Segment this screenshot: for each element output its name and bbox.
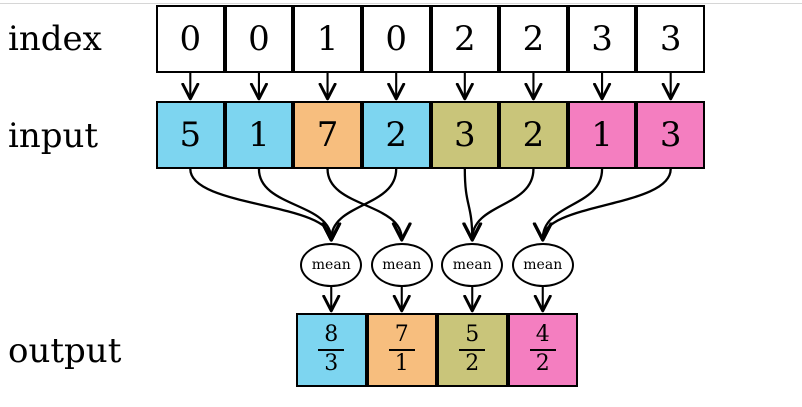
fraction-bar bbox=[529, 348, 556, 352]
mean-node: mean bbox=[370, 243, 433, 287]
output-cell: 8 3 bbox=[296, 313, 367, 387]
input-cell: 7 bbox=[293, 101, 362, 169]
mean-node: mean bbox=[441, 243, 504, 287]
index-cell: 3 bbox=[636, 5, 705, 73]
input-cell: 5 bbox=[156, 101, 225, 169]
fraction-denominator: 2 bbox=[535, 351, 550, 377]
fraction-numerator: 4 bbox=[535, 322, 550, 348]
output-cell: 4 2 bbox=[507, 313, 578, 387]
input-cell: 2 bbox=[361, 101, 431, 169]
fraction-denominator: 2 bbox=[465, 351, 480, 377]
top-rule bbox=[0, 3, 802, 4]
fraction: 7 1 bbox=[388, 322, 415, 377]
fraction-bar bbox=[459, 348, 486, 352]
fraction-denominator: 3 bbox=[324, 351, 339, 377]
fraction: 5 2 bbox=[459, 322, 486, 377]
input-cell: 3 bbox=[430, 101, 500, 169]
input-cell: 1 bbox=[224, 101, 294, 169]
index-cell: 0 bbox=[224, 5, 294, 73]
index-cell: 0 bbox=[361, 5, 431, 73]
fraction-bar bbox=[388, 348, 415, 352]
index-cell: 1 bbox=[293, 5, 362, 73]
fraction-numerator: 5 bbox=[465, 322, 480, 348]
fraction-bar bbox=[318, 348, 345, 352]
index-cell: 3 bbox=[567, 5, 637, 73]
index-cell: 0 bbox=[156, 5, 225, 73]
fraction-numerator: 7 bbox=[394, 322, 409, 348]
input-cell: 1 bbox=[567, 101, 637, 169]
row-label-index: index bbox=[8, 19, 102, 59]
fraction: 8 3 bbox=[318, 322, 345, 377]
fraction-denominator: 1 bbox=[394, 351, 409, 377]
index-cell: 2 bbox=[499, 5, 568, 73]
output-cell: 7 1 bbox=[366, 313, 437, 387]
output-cell: 5 2 bbox=[437, 313, 508, 387]
mean-node: mean bbox=[300, 243, 363, 287]
input-cell: 2 bbox=[499, 101, 568, 169]
index-cell: 2 bbox=[430, 5, 500, 73]
row-label-output: output bbox=[8, 331, 122, 371]
fraction: 4 2 bbox=[529, 322, 556, 377]
input-cell: 3 bbox=[636, 101, 705, 169]
row-label-input: input bbox=[8, 116, 99, 156]
fraction-numerator: 8 bbox=[324, 322, 339, 348]
mean-node: mean bbox=[511, 243, 574, 287]
